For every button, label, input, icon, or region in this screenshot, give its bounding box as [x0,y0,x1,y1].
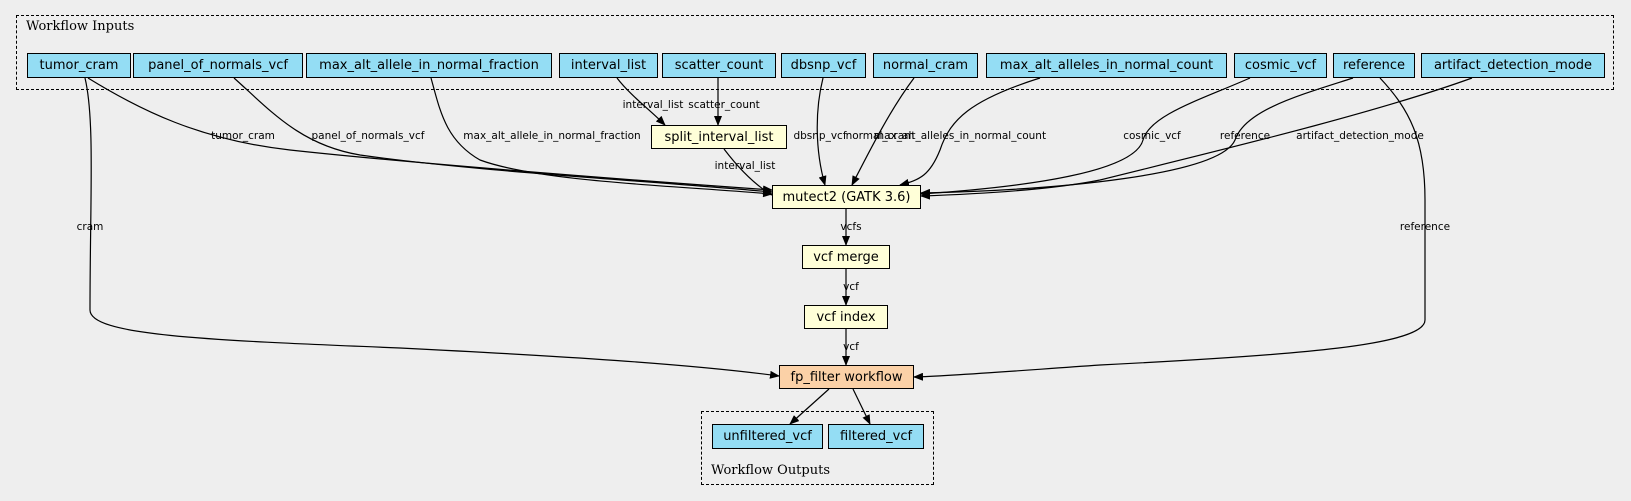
edge-label: interval_list [623,99,684,111]
node-tumor-cram[interactable]: tumor_cram [27,53,131,78]
edge-label: reference [1400,221,1450,233]
edge-split-interval-list-to-mutect2 [723,148,773,196]
node-fp-filter[interactable]: fp_filter workflow [779,365,914,389]
edge-tumor-cram-to-mutect2 [87,77,773,194]
edge-label: vcf [843,281,859,293]
node-normal-cram[interactable]: normal_cram [873,53,978,78]
edge-reference-to-fp-filter [913,77,1426,381]
node-panel-of-normals-vcf[interactable]: panel_of_normals_vcf [133,53,303,78]
node-interval-list[interactable]: interval_list [559,53,658,78]
node-unfiltered-vcf[interactable]: unfiltered_vcf [712,424,823,449]
edge-label: reference [1220,130,1270,142]
node-split-interval-list[interactable]: split_interval_list [651,125,787,149]
node-filtered-vcf[interactable]: filtered_vcf [828,424,924,449]
node-mutect2[interactable]: mutect2 (GATK 3.6) [772,185,921,209]
edge-max-alt-allele-in-normal-fraction-to-mutect2 [430,77,773,198]
node-vcf-index[interactable]: vcf index [804,305,888,329]
edge-dbsnp-vcf-to-mutect2 [816,77,827,186]
edge-panel-of-normals-vcf-to-mutect2 [233,77,773,196]
edge-fp-filter-to-filtered-vcf [852,388,871,425]
workflow-outputs-cluster [701,411,934,485]
edge-label: normal_cram [846,130,915,142]
edge-label: max_alt_allele_in_normal_fraction [463,130,640,142]
workflow-inputs-cluster [16,15,1614,90]
edge-reference-to-mutect2 [920,77,1354,197]
edge-label: interval_list [715,160,776,172]
node-vcf-merge[interactable]: vcf merge [802,245,890,269]
workflow-outputs-label: Workflow Outputs [711,463,830,478]
edge-label: panel_of_normals_vcf [312,130,425,142]
edge-label: vcfs [840,221,861,233]
edge-max-alt-alleles-in-normal-count-to-mutect2 [899,77,1041,187]
node-cosmic-vcf[interactable]: cosmic_vcf [1234,53,1327,78]
edge-label: tumor_cram [211,130,275,142]
node-max-alt-allele-in-normal-fraction[interactable]: max_alt_allele_in_normal_fraction [306,53,552,78]
workflow-inputs-label: Workflow Inputs [26,19,135,34]
edge-label: vcf [843,341,859,353]
edge-label: max_alt_alleles_in_normal_count [874,130,1046,142]
edge-cosmic-vcf-to-mutect2 [920,77,1251,198]
node-artifact-detection-mode[interactable]: artifact_detection_mode [1421,53,1605,78]
edge-label: cram [77,221,104,233]
node-dbsnp-vcf[interactable]: dbsnp_vcf [781,53,866,78]
edge-label: dbsnp_vcf [793,130,846,142]
node-max-alt-alleles-in-normal-count[interactable]: max_alt_alleles_in_normal_count [986,53,1227,78]
edge-label: artifact_detection_mode [1296,130,1424,142]
edge-tumor-cram-to-fp-filter [84,77,780,379]
node-reference[interactable]: reference [1333,53,1415,78]
node-scatter-count[interactable]: scatter_count [662,53,776,78]
edge-label: cosmic_vcf [1123,130,1181,142]
edge-interval-list-to-split-interval-list [616,77,666,126]
edge-label: scatter_count [688,99,760,111]
edge-artifact-detection-mode-to-mutect2 [920,77,1473,200]
edge-fp-filter-to-unfiltered-vcf [789,388,830,425]
edge-normal-cram-to-mutect2 [851,77,915,186]
